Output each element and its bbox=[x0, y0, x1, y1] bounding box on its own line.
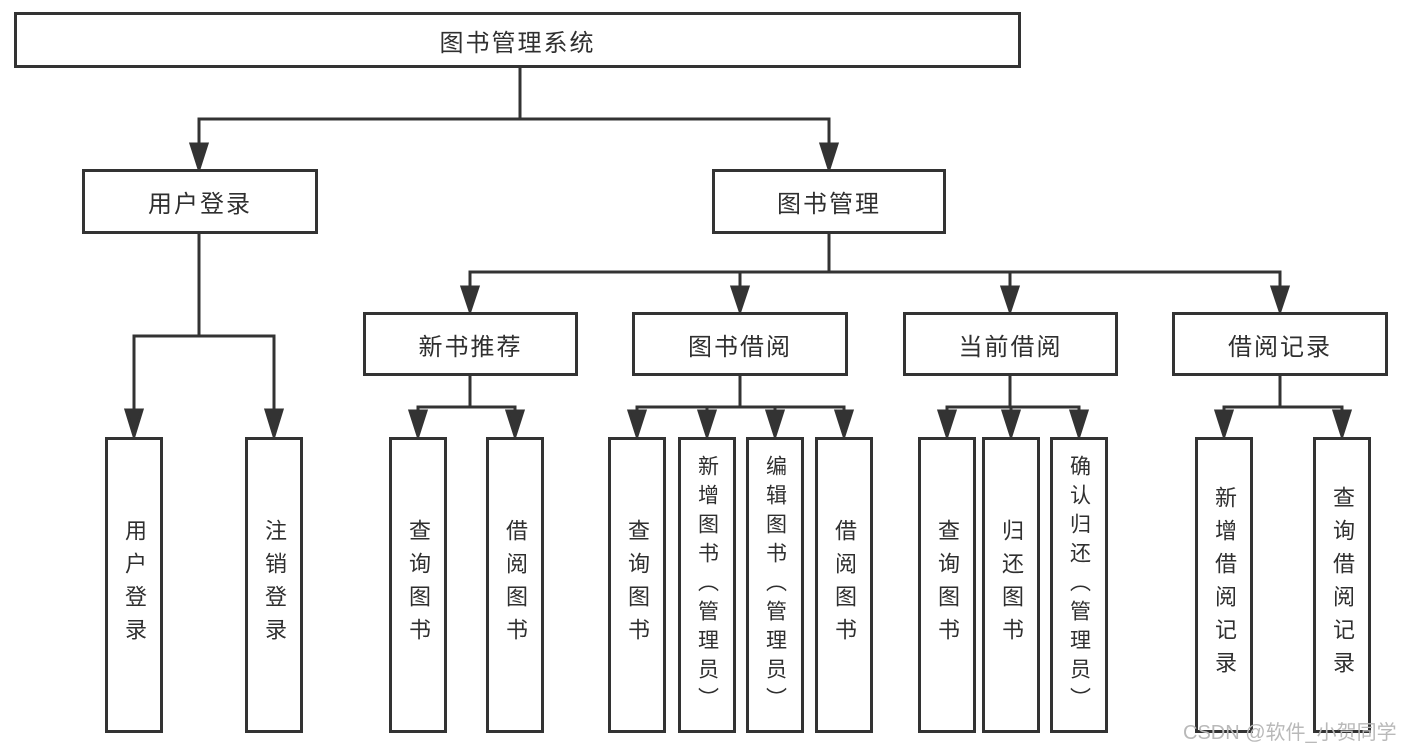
connector-records-to-leaves bbox=[1213, 376, 1353, 441]
connector-newbooks-to-leaves bbox=[407, 376, 526, 441]
leaf-query-borrow-record-label: 查询借阅记录 bbox=[1330, 486, 1355, 684]
leaf-add-book-admin: 新增图书（管理员） bbox=[678, 437, 736, 733]
leaf-query-book-current-label: 查询图书 bbox=[935, 519, 960, 651]
node-book-borrowing-label: 图书借阅 bbox=[688, 333, 792, 361]
connector-bookmgmt-to-level3 bbox=[459, 234, 1291, 316]
connector-userlogin-to-leaves bbox=[123, 234, 285, 442]
arrowhead-icon bbox=[188, 142, 210, 174]
leaf-confirm-return-admin: 确认归还（管理员） bbox=[1050, 437, 1108, 733]
arrowhead-icon bbox=[1000, 409, 1022, 441]
node-borrow-records-label: 借阅记录 bbox=[1228, 333, 1332, 361]
leaf-edit-book-admin-label: 编辑图书（管理员） bbox=[763, 454, 787, 716]
leaf-borrow-book-borrowing: 借阅图书 bbox=[815, 437, 873, 733]
arrowhead-icon bbox=[999, 285, 1021, 316]
leaf-user-login: 用户登录 bbox=[105, 437, 163, 733]
leaf-add-borrow-record: 新增借阅记录 bbox=[1195, 437, 1253, 733]
node-user-login-label: 用户登录 bbox=[148, 191, 252, 218]
node-book-management-label: 图书管理 bbox=[777, 191, 881, 218]
leaf-logout-label: 注销登录 bbox=[262, 519, 287, 651]
arrowhead-icon bbox=[263, 408, 285, 442]
leaf-query-book-borrowing-label: 查询图书 bbox=[625, 519, 650, 651]
arrowhead-icon bbox=[764, 409, 786, 441]
leaf-return-book: 归还图书 bbox=[982, 437, 1040, 733]
leaf-confirm-return-admin-label: 确认归还（管理员） bbox=[1067, 454, 1091, 716]
node-new-book-recommend-label: 新书推荐 bbox=[418, 333, 523, 361]
leaf-query-book-current: 查询图书 bbox=[918, 437, 976, 733]
arrowhead-icon bbox=[626, 409, 648, 441]
connector-borrowing-to-leaves bbox=[626, 376, 855, 441]
arrowhead-icon bbox=[833, 409, 855, 441]
node-current-borrowing-label: 当前借阅 bbox=[958, 333, 1063, 361]
node-root-label: 图书管理系统 bbox=[439, 29, 596, 57]
leaf-query-book-borrowing: 查询图书 bbox=[608, 437, 666, 733]
leaf-return-book-label: 归还图书 bbox=[999, 519, 1024, 651]
arrowhead-icon bbox=[818, 142, 840, 174]
arrowhead-icon bbox=[407, 409, 429, 441]
node-new-book-recommend: 新书推荐 bbox=[363, 312, 578, 376]
node-current-borrowing: 当前借阅 bbox=[903, 312, 1118, 376]
connector-current-to-leaves bbox=[936, 376, 1090, 441]
node-user-login: 用户登录 bbox=[82, 169, 318, 234]
leaf-logout: 注销登录 bbox=[245, 437, 303, 733]
leaf-user-login-label: 用户登录 bbox=[122, 519, 147, 651]
node-book-management: 图书管理 bbox=[712, 169, 946, 234]
leaf-borrow-book-newbooks: 借阅图书 bbox=[486, 437, 544, 733]
arrowhead-icon bbox=[504, 409, 526, 441]
leaf-borrow-book-borrowing-label: 借阅图书 bbox=[832, 519, 857, 651]
node-root-system: 图书管理系统 bbox=[14, 12, 1021, 68]
connector-root-to-level2 bbox=[188, 68, 840, 174]
arrowhead-icon bbox=[1331, 409, 1353, 441]
arrowhead-icon bbox=[459, 285, 481, 316]
leaf-add-book-admin-label: 新增图书（管理员） bbox=[695, 454, 719, 716]
arrowhead-icon bbox=[696, 409, 718, 441]
node-book-borrowing: 图书借阅 bbox=[632, 312, 848, 376]
leaf-borrow-book-newbooks-label: 借阅图书 bbox=[503, 519, 528, 651]
leaf-add-borrow-record-label: 新增借阅记录 bbox=[1212, 486, 1237, 684]
arrowhead-icon bbox=[1269, 285, 1291, 316]
node-borrow-records: 借阅记录 bbox=[1172, 312, 1388, 376]
arrowhead-icon bbox=[729, 285, 751, 316]
arrowhead-icon bbox=[936, 409, 958, 441]
arrowhead-icon bbox=[1068, 409, 1090, 441]
leaf-query-book-newbooks-label: 查询图书 bbox=[406, 519, 431, 651]
leaf-query-book-newbooks: 查询图书 bbox=[389, 437, 447, 733]
leaf-edit-book-admin: 编辑图书（管理员） bbox=[746, 437, 804, 733]
csdn-watermark: CSDN @软件_小贺同学 bbox=[1183, 722, 1397, 744]
leaf-query-borrow-record: 查询借阅记录 bbox=[1313, 437, 1371, 733]
arrowhead-icon bbox=[1213, 409, 1235, 441]
arrowhead-icon bbox=[123, 408, 145, 442]
